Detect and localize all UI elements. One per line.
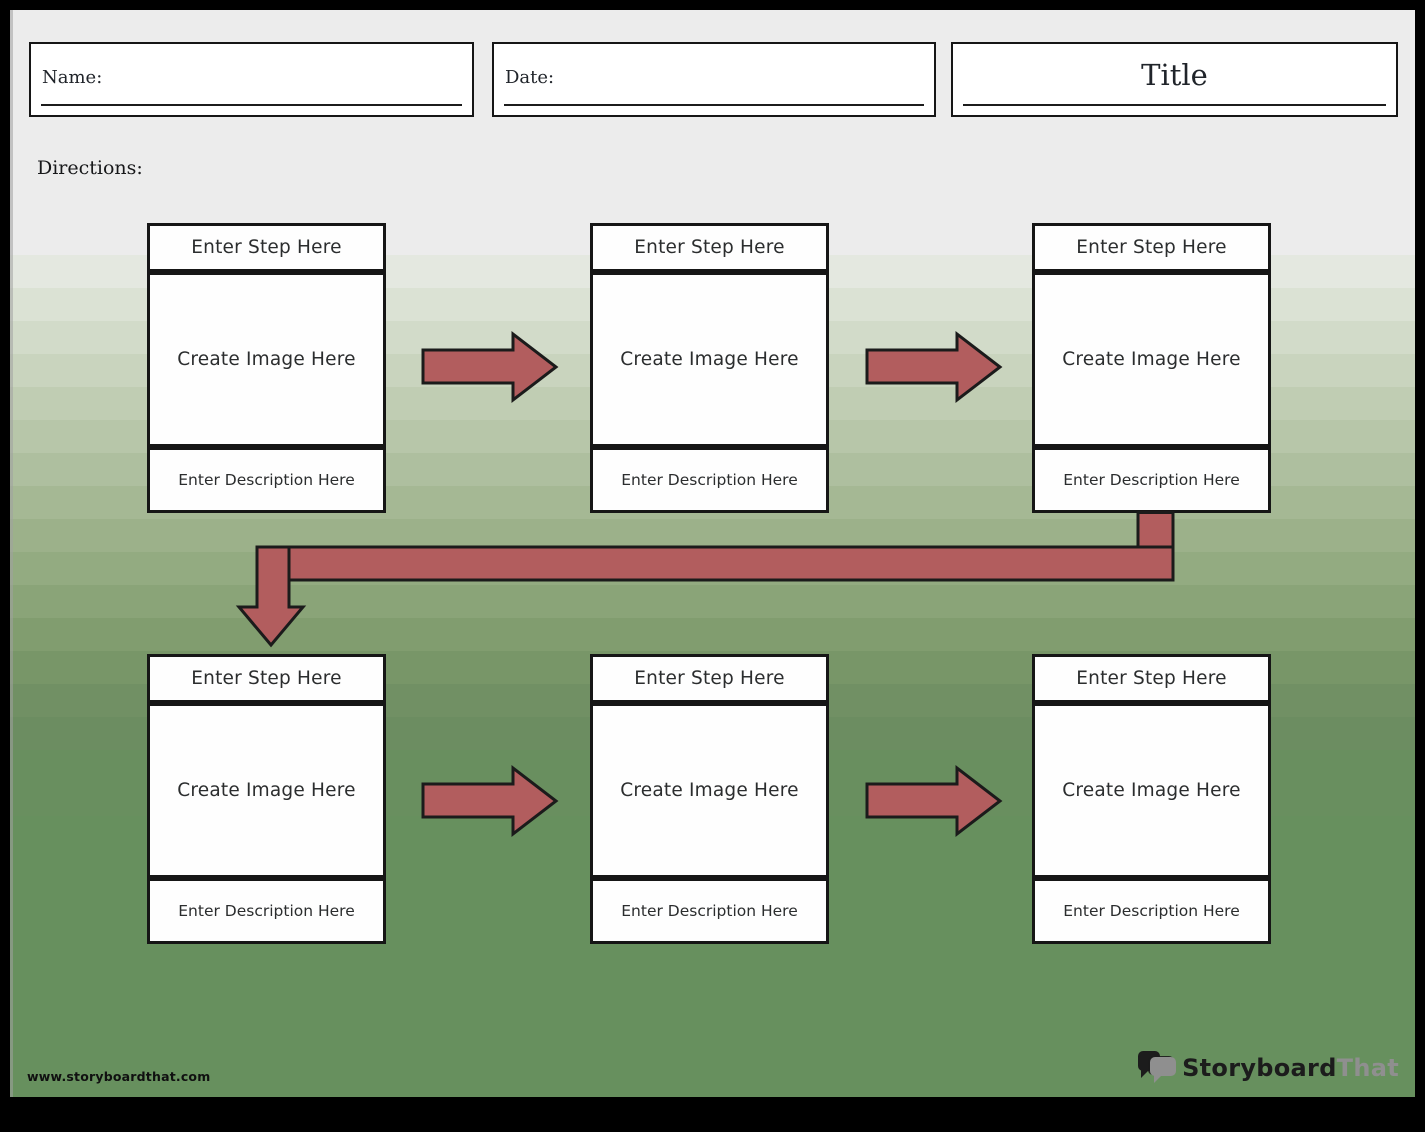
step-box-6: Enter Step Here Create Image Here Enter … (1032, 654, 1271, 944)
image-cell[interactable]: Create Image Here (1032, 272, 1271, 447)
step-title-cell[interactable]: Enter Step Here (1032, 654, 1271, 703)
step-title-cell[interactable]: Enter Step Here (147, 223, 386, 272)
flow-arrow-right-icon (421, 330, 559, 404)
name-underline (41, 104, 462, 106)
image-cell[interactable]: Create Image Here (147, 703, 386, 878)
flow-arrow-right-icon (421, 764, 559, 838)
logo-text-storyboard: Storyboard (1182, 1054, 1337, 1082)
description-cell[interactable]: Enter Description Here (147, 447, 386, 513)
flow-arrow-right-icon (865, 330, 1003, 404)
description-cell[interactable]: Enter Description Here (590, 447, 829, 513)
description-cell[interactable]: Enter Description Here (1032, 878, 1271, 944)
image-cell[interactable]: Create Image Here (590, 703, 829, 878)
name-label: Name: (42, 67, 103, 88)
logo-text: StoryboardThat (1182, 1054, 1399, 1082)
image-cell[interactable]: Create Image Here (590, 272, 829, 447)
step-box-5: Enter Step Here Create Image Here Enter … (590, 654, 829, 944)
speech-bubble-gray (1150, 1057, 1177, 1076)
speech-bubble-dark-tail (1141, 1069, 1151, 1078)
directions-label: Directions: (37, 157, 143, 179)
page-title: Title (1141, 58, 1208, 92)
description-cell[interactable]: Enter Description Here (590, 878, 829, 944)
worksheet-page: Name: Date: Title Directions: Enter Step… (10, 10, 1415, 1097)
step-box-3: Enter Step Here Create Image Here Enter … (1032, 223, 1271, 513)
footer-url: www.storyboardthat.com (27, 1069, 211, 1084)
step-title-cell[interactable]: Enter Step Here (1032, 223, 1271, 272)
date-underline (504, 104, 924, 106)
date-field[interactable]: Date: (492, 42, 936, 117)
step-box-4: Enter Step Here Create Image Here Enter … (147, 654, 386, 944)
speech-bubble-gray-tail (1154, 1075, 1163, 1083)
title-underline (963, 104, 1386, 106)
flow-arrow-right-icon (865, 764, 1003, 838)
step-box-2: Enter Step Here Create Image Here Enter … (590, 223, 829, 513)
speech-bubbles-icon (1136, 1051, 1182, 1085)
step-title-cell[interactable]: Enter Step Here (147, 654, 386, 703)
name-field[interactable]: Name: (29, 42, 474, 117)
storyboardthat-logo: StoryboardThat (1136, 1051, 1399, 1085)
step-box-1: Enter Step Here Create Image Here Enter … (147, 223, 386, 513)
image-cell[interactable]: Create Image Here (1032, 703, 1271, 878)
logo-text-that: That (1336, 1054, 1399, 1082)
flow-arrow-wrap-icon (235, 511, 1175, 648)
description-cell[interactable]: Enter Description Here (1032, 447, 1271, 513)
image-cell[interactable]: Create Image Here (147, 272, 386, 447)
step-title-cell[interactable]: Enter Step Here (590, 654, 829, 703)
description-cell[interactable]: Enter Description Here (147, 878, 386, 944)
date-label: Date: (505, 67, 555, 88)
title-field[interactable]: Title (951, 42, 1398, 117)
step-title-cell[interactable]: Enter Step Here (590, 223, 829, 272)
